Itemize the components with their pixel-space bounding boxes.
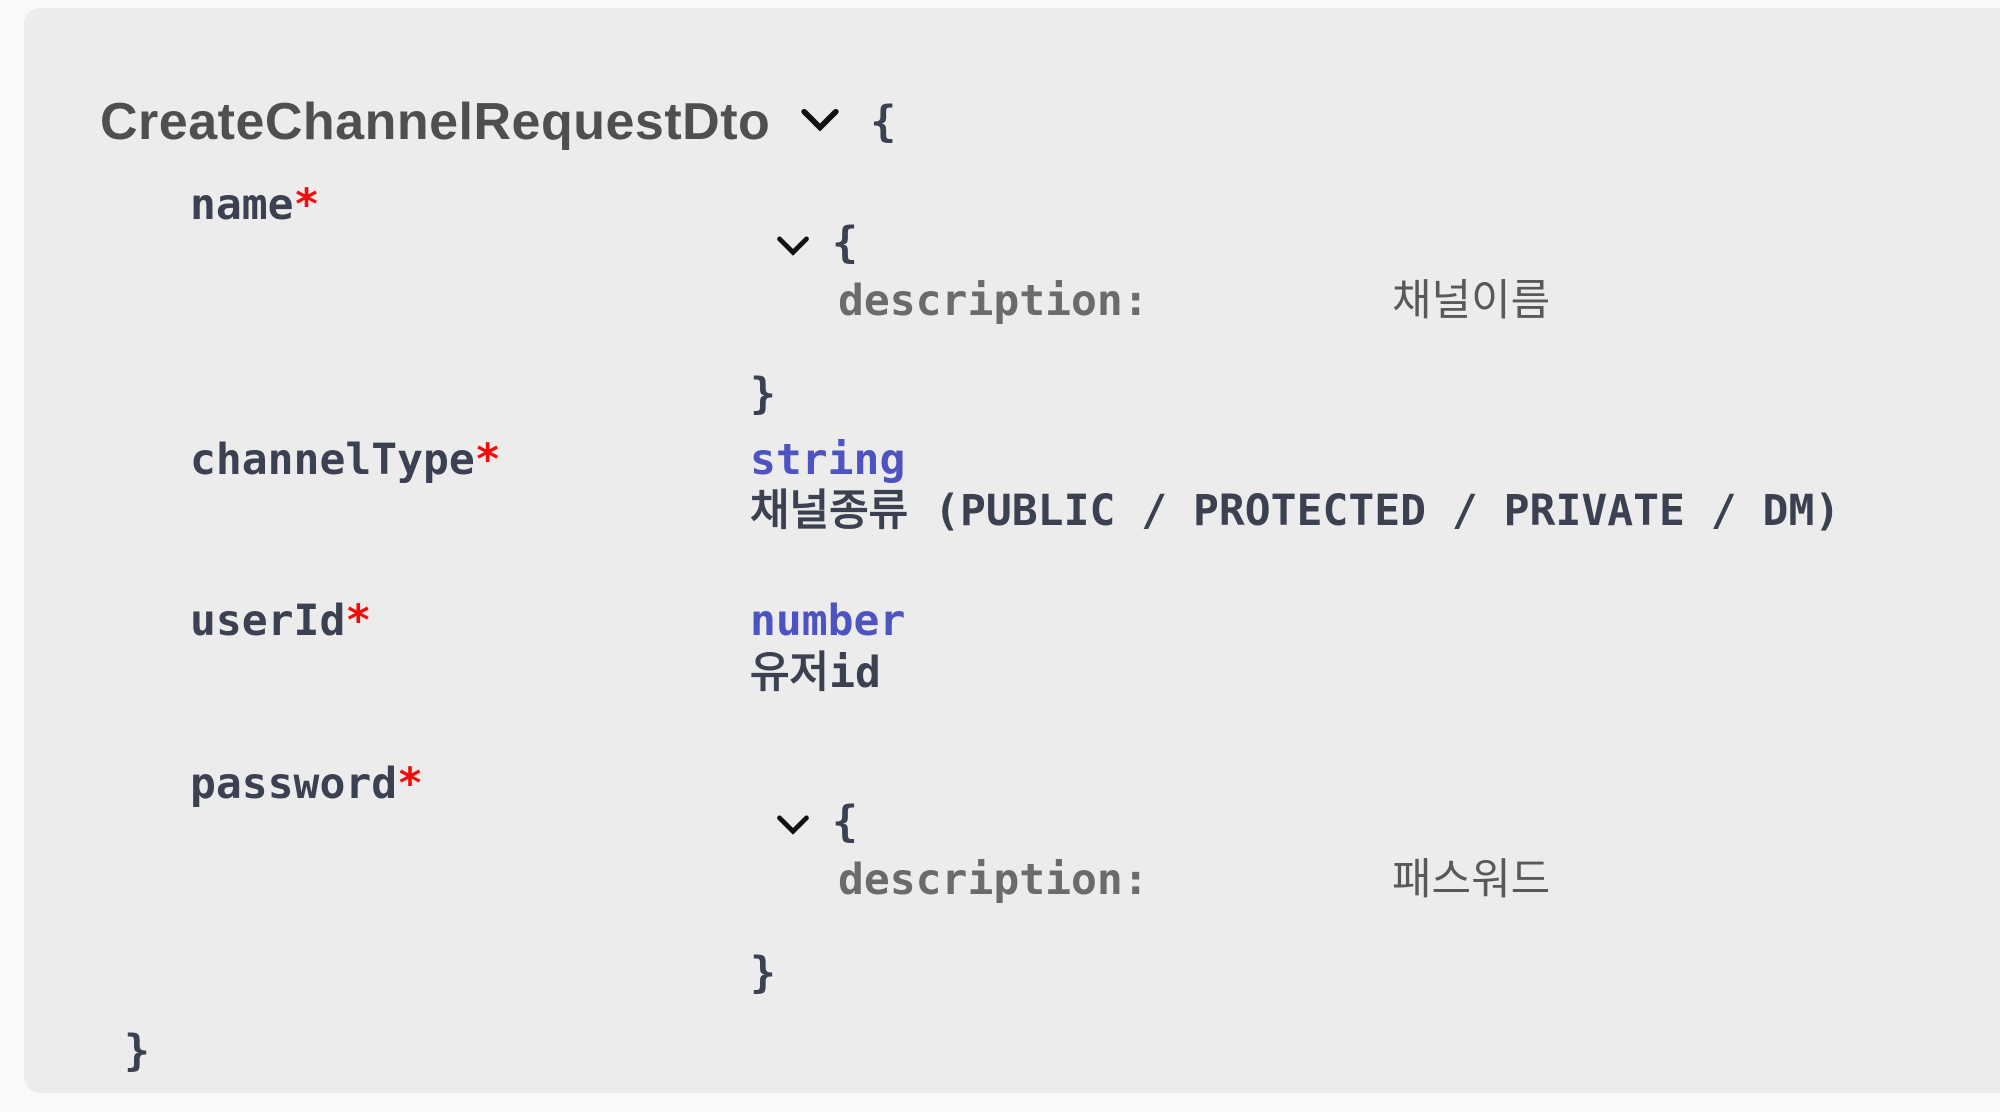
description-label: description: [838,854,1149,905]
nested-close-brace: } [750,948,776,999]
nested-open-brace: { [832,218,858,268]
model-open-brace: { [870,97,897,147]
chevron-down-icon[interactable] [776,218,810,270]
nested-open-row: { [750,218,2000,270]
description-value: 패스워드 [1392,854,1551,905]
nested-open-brace: { [832,797,858,848]
property-row-userId: userId* number 유저id [190,596,2000,699]
model-title-row: CreateChannelRequestDto { [100,90,2000,154]
property-name: userId* [190,595,372,646]
property-type: number [750,595,906,646]
property-row-name: name* { description: 채널이름 } [190,180,2000,421]
model-content: CreateChannelRequestDto { name* { [24,8,2000,1076]
property-name: name* [190,180,320,230]
nested-field-row: description: 패스워드 [750,855,2000,907]
nested-close-brace: } [750,369,776,420]
property-detail: string 채널종류 (PUBLIC / PROTECTED / PRIVAT… [750,435,2000,538]
property-row-password: password* { description: 패스워드 } [190,759,2000,1000]
chevron-down-icon[interactable] [776,797,810,849]
nested-open-row: { [750,797,2000,849]
required-star: * [397,759,423,810]
description-label: description: [838,275,1149,326]
property-description: 채널종류 (PUBLIC / PROTECTED / PRIVATE / DM) [750,486,1841,537]
nested-model: { description: 패스워드 } [750,759,2000,1000]
property-detail: number 유저id [750,596,2000,699]
property-type: string [750,434,906,485]
required-star: * [345,595,372,646]
model-close-brace: } [124,1025,150,1076]
property-row-channelType: channelType* string 채널종류 (PUBLIC / PROTE… [190,435,2000,538]
nested-field-row: description: 채널이름 [750,276,2000,328]
description-value: 채널이름 [1392,275,1551,326]
model-box: CreateChannelRequestDto { name* { [24,8,2000,1093]
nested-model: { description: 채널이름 } [750,180,2000,421]
property-description: 유저id [750,647,881,698]
property-list: name* { description: 채널이름 } [190,180,2000,1000]
property-name: password* [190,759,423,810]
model-title: CreateChannelRequestDto [100,93,771,151]
property-name: channelType* [190,434,501,485]
required-star: * [293,180,320,230]
chevron-down-icon[interactable] [800,107,840,137]
required-star: * [474,434,501,485]
